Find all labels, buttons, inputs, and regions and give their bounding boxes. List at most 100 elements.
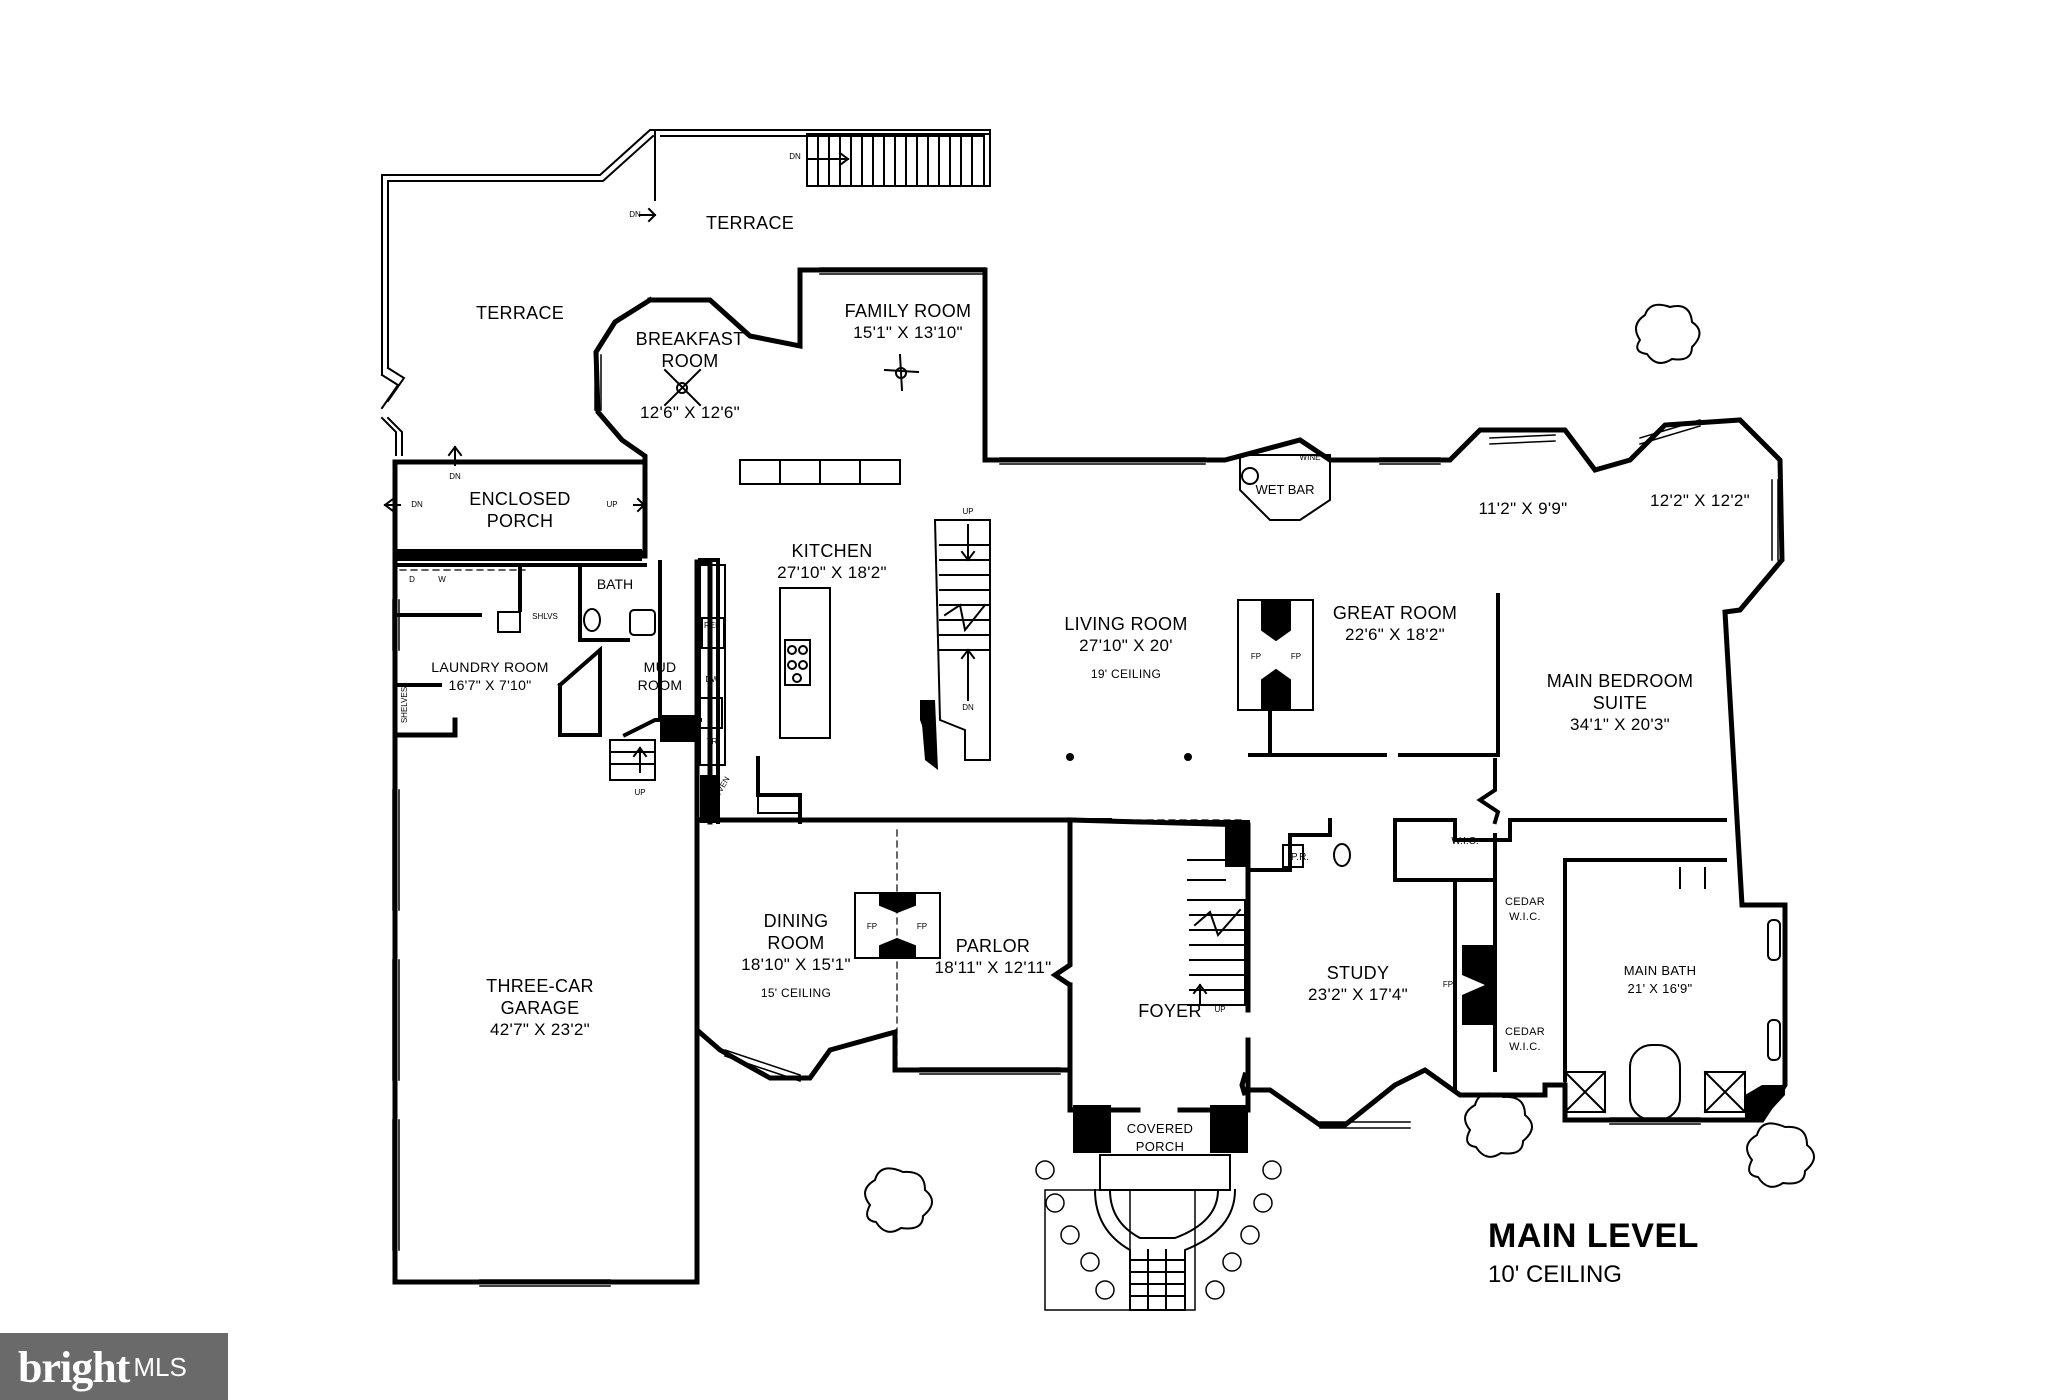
enclosed-porch-label: ENCLOSED PORCH bbox=[469, 488, 570, 532]
covered-name2: PORCH bbox=[1135, 1139, 1185, 1154]
fp-text-5: FP bbox=[1442, 980, 1454, 989]
living-dims: 27'10" X 20' bbox=[1079, 636, 1173, 655]
kitchen-dims: 27'10" X 18'2" bbox=[777, 563, 887, 582]
mainbath-name: MAIN BATH bbox=[1623, 963, 1697, 978]
level-title: MAIN LEVEL bbox=[1488, 1217, 1699, 1255]
up-text-3: UP bbox=[1214, 1005, 1226, 1014]
tr-tag: TR bbox=[707, 737, 718, 747]
shlvs-text: SHLVS bbox=[532, 612, 558, 621]
dn-text-5: DN bbox=[962, 703, 974, 712]
up-tag-main-stair: UP bbox=[962, 507, 973, 517]
alcove-dims-label: 11'2" X 9'9" bbox=[1479, 498, 1568, 520]
up-tag-porch: UP bbox=[606, 500, 617, 510]
ref-tag: REF bbox=[704, 621, 720, 631]
kitchen-label: KITCHEN 27'10" X 18'2" bbox=[777, 540, 887, 584]
dn-text-3: DN bbox=[449, 472, 461, 481]
breakfast-dims-label: 12'6" X 12'6" bbox=[640, 402, 740, 424]
wine-tag: WINE bbox=[1300, 453, 1321, 463]
wet-bar-label: WET BAR bbox=[1256, 483, 1315, 496]
wic-label: W.I.C. bbox=[1451, 836, 1478, 848]
up-text-4: UP bbox=[634, 788, 646, 797]
family-room-label: FAMILY ROOM 15'1" X 13'10" bbox=[845, 300, 972, 344]
logo-suffix: MLS bbox=[133, 1351, 187, 1382]
fp-dining-left: FP bbox=[867, 922, 877, 932]
laundry-room-label: LAUNDRY ROOM 16'7" X 7'10" bbox=[431, 658, 548, 694]
fp-great-right: FP bbox=[1291, 652, 1301, 662]
breakfast-name2: ROOM bbox=[661, 351, 719, 371]
study-name: STUDY bbox=[1326, 963, 1390, 983]
dw-tag: DW bbox=[705, 675, 718, 685]
up-text-2: UP bbox=[962, 507, 974, 516]
washer-text: W bbox=[438, 575, 446, 584]
study-label: STUDY 23'2" X 17'4" bbox=[1308, 962, 1408, 1006]
pr-name: P.R. bbox=[1290, 852, 1310, 863]
interior-walls bbox=[393, 558, 1727, 1092]
garage-name2: GARAGE bbox=[500, 998, 580, 1018]
dining-room-label: DINING ROOM 18'10" X 15'1" 15' CEILING bbox=[741, 910, 851, 1004]
great-dims: 22'6" X 18'2" bbox=[1345, 625, 1445, 644]
laundry-dims: 16'7" X 7'10" bbox=[448, 677, 532, 693]
mainbath-dims: 21' X 16'9" bbox=[1627, 981, 1693, 996]
fp-text-1: FP bbox=[1250, 652, 1262, 661]
bedroom-dims: 34'1" X 20'3" bbox=[1570, 715, 1670, 734]
fp-text-2: FP bbox=[1290, 652, 1302, 661]
dn-tag-terrace-stairs: DN bbox=[789, 152, 801, 162]
cedar2-name2: W.I.C. bbox=[1509, 1041, 1541, 1053]
dining-name: DINING bbox=[763, 911, 829, 931]
breakfast-name: BREAKFAST bbox=[635, 329, 745, 349]
dashed-lines bbox=[399, 569, 1246, 1066]
living-room-label: LIVING ROOM 27'10" X 20' 19' CEILING bbox=[1064, 613, 1187, 685]
dn-text-4: DN bbox=[411, 500, 423, 509]
breakfast-dims: 12'6" X 12'6" bbox=[640, 403, 740, 422]
cedar-wic-upper-label: CEDAR W.I.C. bbox=[1505, 895, 1545, 925]
shrubs bbox=[1035, 1160, 1282, 1300]
wic-name: W.I.C. bbox=[1451, 836, 1479, 847]
parlor-dims: 18'11" X 12'11" bbox=[934, 958, 1052, 977]
sitting-dims-label: 12'2" X 12'2" bbox=[1650, 490, 1750, 512]
dn-tag-porch-left: DN bbox=[411, 500, 423, 510]
kitchen-fixtures bbox=[699, 459, 901, 814]
fp-dining-right: FP bbox=[917, 922, 927, 932]
family-dims: 15'1" X 13'10" bbox=[853, 323, 963, 342]
bath-fixtures bbox=[497, 454, 1781, 1121]
dn-text-2: DN bbox=[629, 210, 641, 219]
main-bedroom-label: MAIN BEDROOM SUITE 34'1" X 20'3" bbox=[1547, 670, 1694, 736]
terrace-left-text: TERRACE bbox=[475, 303, 565, 323]
parlor-label: PARLOR 18'11" X 12'11" bbox=[935, 935, 1052, 979]
dining-name2: ROOM bbox=[767, 933, 825, 953]
washer-tag: W bbox=[438, 575, 446, 585]
mud-room-label: MUD ROOM bbox=[638, 658, 683, 694]
mud-name2: ROOM bbox=[637, 677, 683, 693]
up-text-1: UP bbox=[606, 500, 618, 509]
dryer-tag: D bbox=[409, 575, 415, 585]
dn-text-1: DN bbox=[789, 152, 801, 161]
garage-name: THREE-CAR bbox=[486, 976, 594, 996]
fp-great-left: FP bbox=[1251, 652, 1261, 662]
garage-dims: 42'7" X 23'2" bbox=[490, 1020, 590, 1039]
dining-dims: 18'10" X 15'1" bbox=[741, 955, 851, 974]
covered-porch-label: COVERED PORCH bbox=[1127, 1120, 1193, 1156]
cedar-wic-lower-label: CEDAR W.I.C. bbox=[1505, 1025, 1545, 1055]
foyer-label: FOYER bbox=[1138, 1000, 1202, 1022]
bath-name: BATH bbox=[596, 576, 634, 592]
great-room-label: GREAT ROOM 22'6" X 18'2" bbox=[1333, 602, 1457, 646]
covered-name: COVERED bbox=[1126, 1121, 1194, 1136]
dining-ceiling: 15' CEILING bbox=[760, 986, 832, 1000]
ceiling-fans bbox=[663, 353, 920, 407]
up-tag-garage-stair: UP bbox=[634, 788, 645, 798]
dw-text: DW bbox=[705, 675, 719, 684]
terrace-top-label: TERRACE bbox=[706, 212, 794, 234]
logo-brand: bright bbox=[18, 1342, 130, 1392]
bedroom-name2: SUITE bbox=[1592, 693, 1648, 713]
study-dims: 23'2" X 17'4" bbox=[1308, 985, 1408, 1004]
dryer-text: D bbox=[409, 575, 415, 584]
staircases bbox=[609, 518, 1246, 1311]
dn-tag-main-stair: DN bbox=[962, 703, 974, 713]
fireplaces bbox=[854, 599, 1314, 959]
kitchen-name: KITCHEN bbox=[791, 541, 873, 561]
terrace-top-text: TERRACE bbox=[705, 213, 795, 233]
windows bbox=[392, 267, 1779, 1287]
garage-label: THREE-CAR GARAGE 42'7" X 23'2" bbox=[486, 975, 594, 1041]
cedar1-name2: W.I.C. bbox=[1509, 911, 1541, 923]
cedar2-name: CEDAR bbox=[1504, 1026, 1546, 1038]
